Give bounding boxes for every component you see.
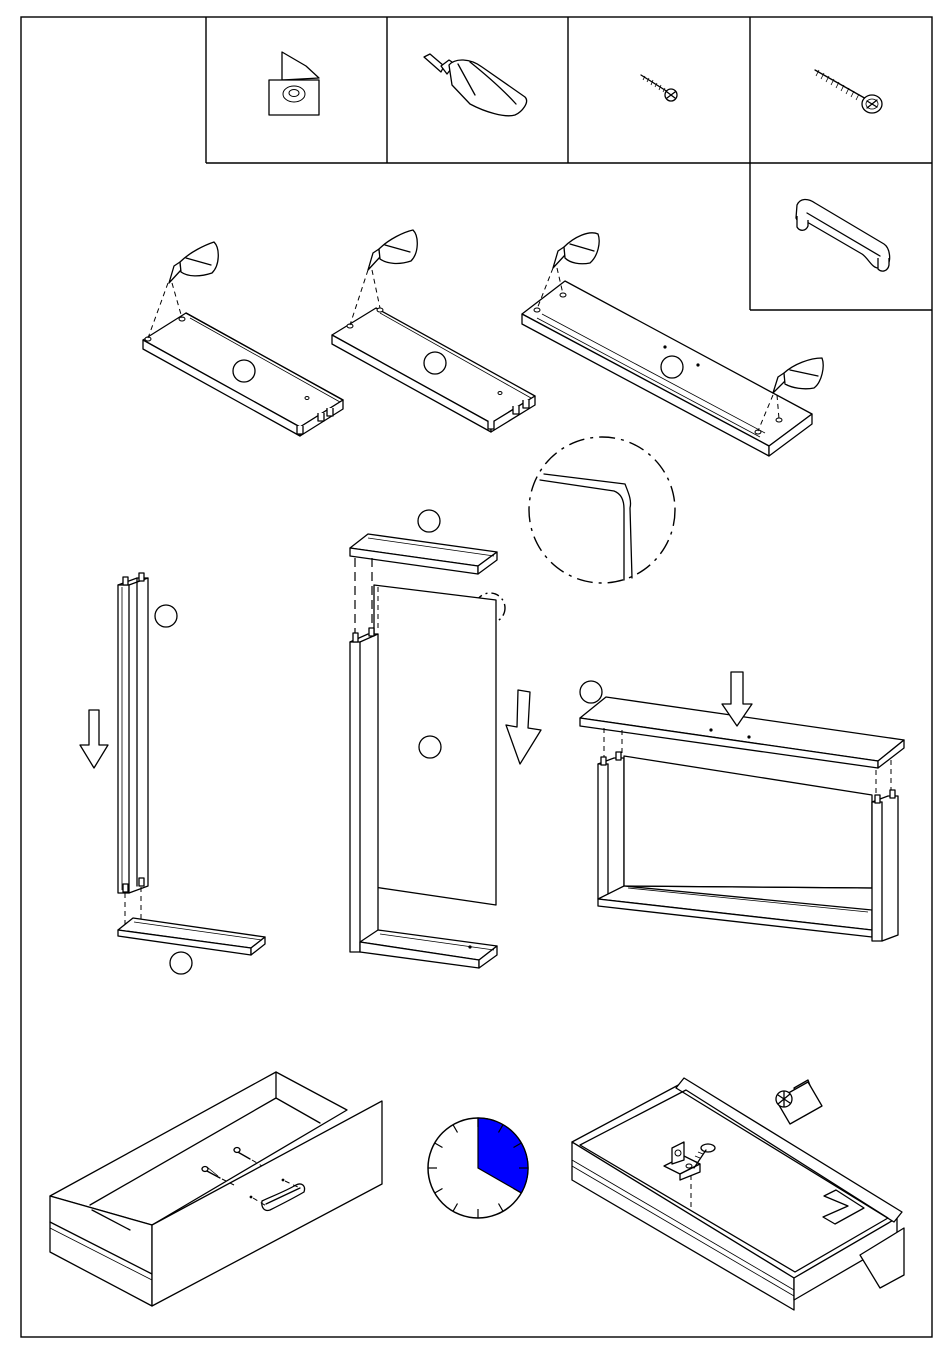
part-marker-3 [661, 356, 683, 378]
side-rail-assembly [80, 573, 265, 955]
drawer-handle-icon [796, 199, 890, 271]
top-panel-assembly [580, 672, 904, 941]
glue-tube-icon [169, 242, 218, 283]
drawer-bracket-assembly [572, 1078, 904, 1310]
back-panel-assembly [350, 534, 541, 968]
part-marker-7 [580, 681, 602, 703]
glue-tube-icon [553, 233, 599, 268]
panel-a [143, 242, 343, 436]
corner-bracket-icon [776, 1080, 822, 1124]
long-screw-icon [815, 70, 882, 113]
part-marker-1 [233, 360, 255, 382]
panel-c [522, 233, 823, 456]
part-marker-4 [418, 510, 440, 532]
down-arrow-icon [80, 710, 108, 768]
part-marker-2 [424, 352, 446, 374]
drawer-front-assembly [50, 1072, 382, 1306]
glue-tube-icon [773, 358, 823, 393]
part-marker-5 [155, 605, 177, 627]
down-arrow-icon [506, 690, 541, 764]
glue-step-panels [143, 230, 823, 456]
short-screw-icon [641, 75, 677, 101]
detail-magnifier [475, 437, 675, 623]
glue-tube-icon [368, 230, 417, 270]
panel-b [332, 230, 535, 432]
hardware-table [206, 17, 932, 310]
corner-bracket-icon [269, 52, 319, 115]
timer-clock-icon [428, 1118, 528, 1218]
glue-tube-icon [424, 54, 527, 116]
part-marker-6 [419, 736, 441, 758]
part-marker-8 [170, 952, 192, 974]
